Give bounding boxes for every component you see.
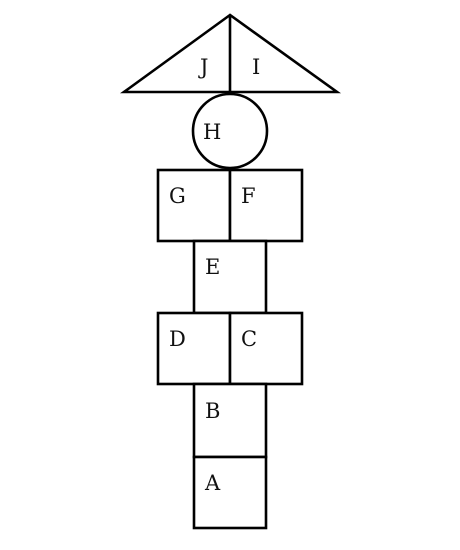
label-j: J: [198, 55, 208, 79]
label-h: H: [203, 120, 221, 144]
label-e: E: [205, 255, 220, 279]
label-g: G: [169, 184, 186, 208]
circle-h: [191, 92, 269, 170]
square-e: [192, 239, 268, 315]
square-c: [228, 311, 304, 386]
square-b: [192, 382, 268, 459]
label-i: I: [252, 55, 260, 79]
label-f: F: [241, 184, 256, 208]
square-f: [228, 168, 304, 243]
label-d: D: [169, 327, 186, 351]
label-c: C: [241, 327, 257, 351]
square-a: [192, 455, 268, 530]
label-b: B: [205, 399, 220, 423]
label-a: A: [204, 471, 221, 495]
